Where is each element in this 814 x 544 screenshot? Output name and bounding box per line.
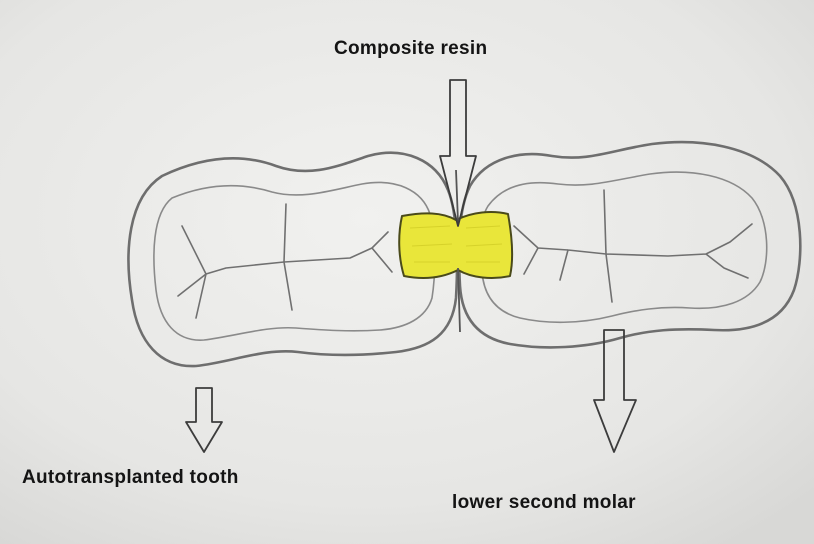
label-composite-resin: Composite resin [334, 38, 487, 60]
label-lower-second-molar: lower second molar [452, 492, 636, 514]
label-autotransplanted-tooth: Autotransplanted tooth [22, 467, 239, 489]
composite-resin-block [399, 212, 512, 278]
